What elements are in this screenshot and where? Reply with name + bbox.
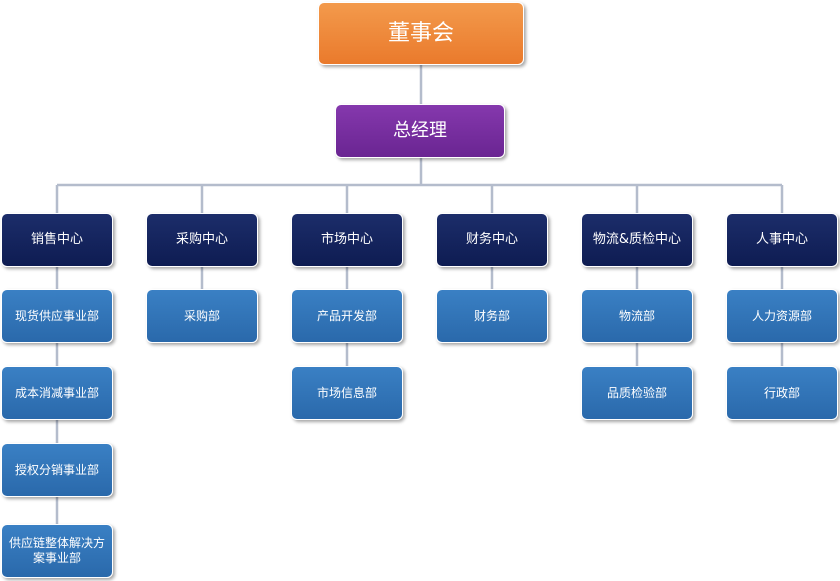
center-purchasing: 采购中心 [146,213,258,267]
dept-quality-inspection: 品质检验部 [581,366,693,420]
center-sales: 销售中心 [1,213,113,267]
board-node: 董事会 [318,2,524,65]
center-hr: 人事中心 [726,213,838,267]
dept-cost-reduction: 成本消减事业部 [1,366,113,420]
center-marketing: 市场中心 [291,213,403,267]
dept-product-development: 产品开发部 [291,289,403,343]
general-manager-node: 总经理 [335,104,505,158]
dept-finance: 财务部 [436,289,548,343]
dept-logistics: 物流部 [581,289,693,343]
center-logistics-qc: 物流&质检中心 [581,213,693,267]
dept-administration: 行政部 [726,366,838,420]
dept-spot-supply: 现货供应事业部 [1,289,113,343]
dept-human-resources: 人力资源部 [726,289,838,343]
dept-supply-chain-solutions: 供应链整体解决方案事业部 [1,524,113,578]
dept-market-information: 市场信息部 [291,366,403,420]
dept-authorized-distribution: 授权分销事业部 [1,443,113,497]
dept-purchasing: 采购部 [146,289,258,343]
center-finance: 财务中心 [436,213,548,267]
